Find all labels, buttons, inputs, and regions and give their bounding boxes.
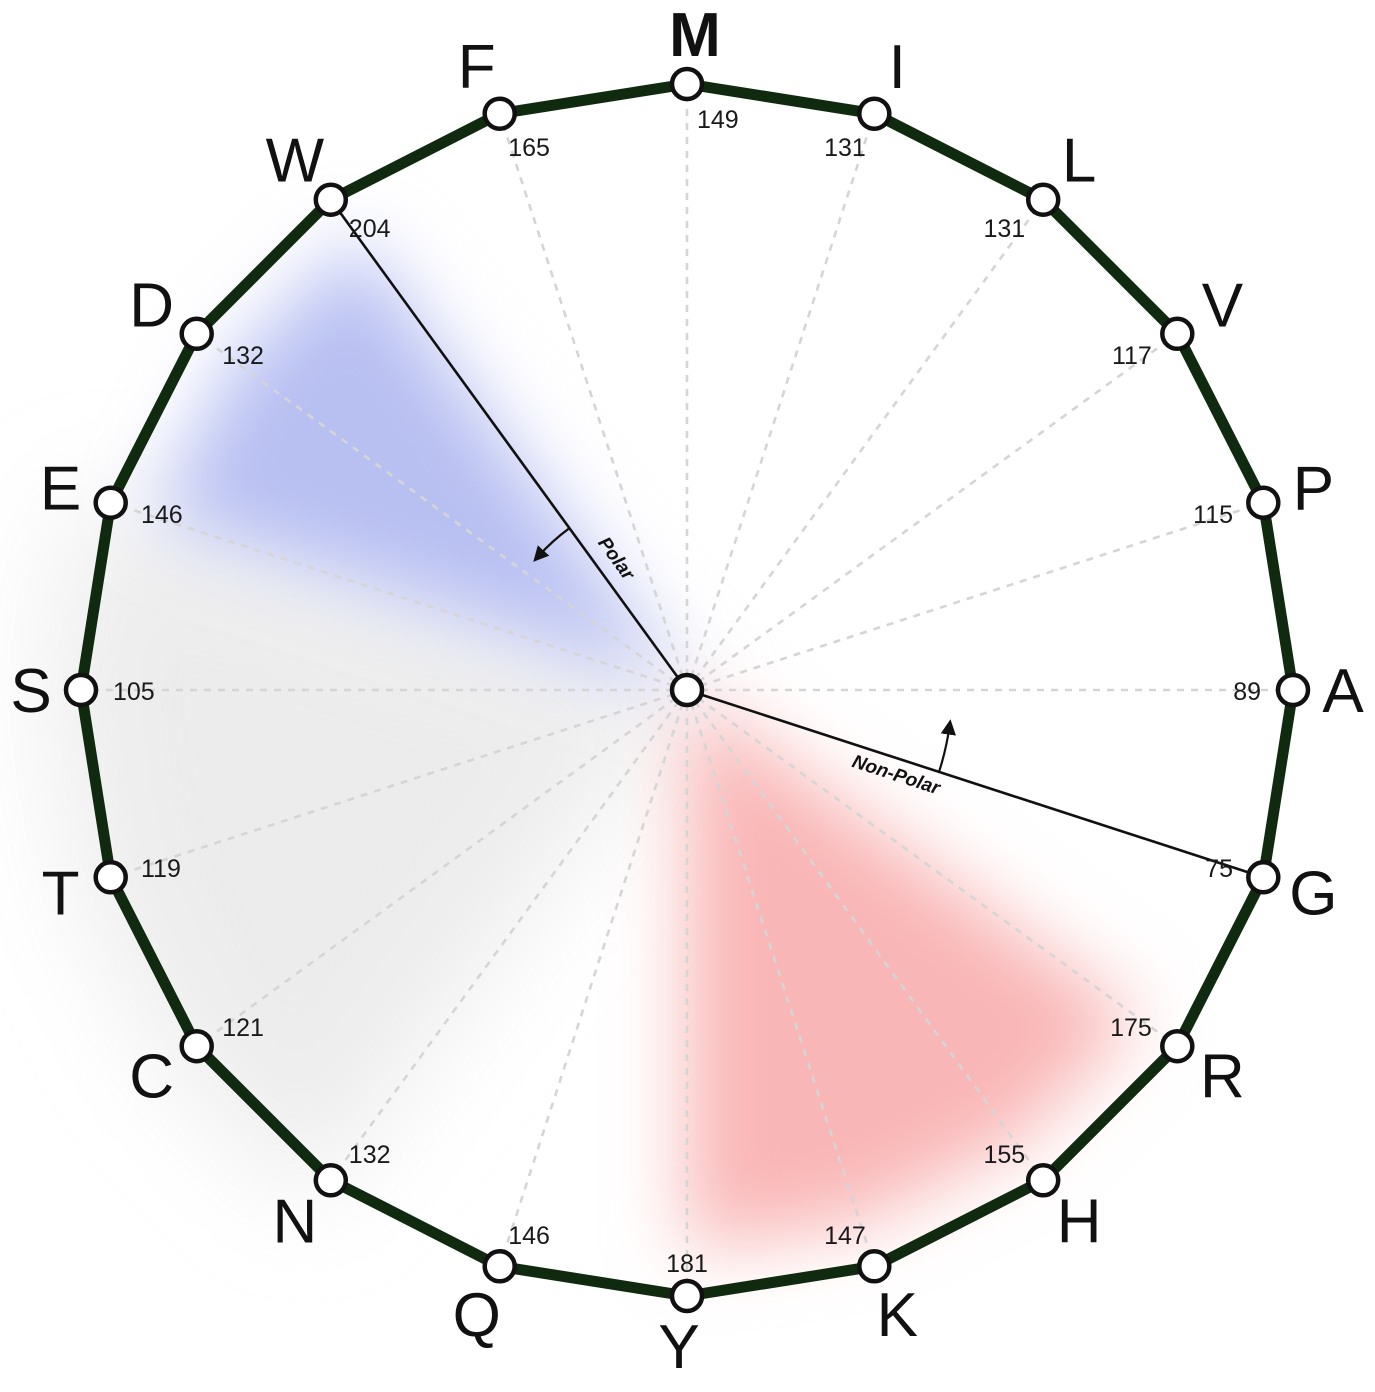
spoke-line [685, 689, 876, 1267]
spoke-line [686, 501, 1264, 692]
node-m [669, 66, 705, 102]
node-letter: Y [658, 1313, 699, 1382]
node-mass: 89 [1233, 678, 1261, 706]
node-mass: 165 [508, 134, 550, 162]
node-v [1160, 316, 1195, 352]
spoke-line [686, 332, 1179, 692]
nonpolar-arrow [937, 719, 956, 773]
spoke-line [110, 501, 688, 692]
spoke-line [195, 332, 688, 692]
polar-region [154, 236, 688, 690]
node-letter: M [669, 1, 721, 70]
node-mass: 131 [983, 215, 1025, 243]
node-g [1246, 860, 1281, 895]
node-mass: 147 [824, 1222, 866, 1250]
node-letter: L [1062, 126, 1096, 195]
spoke-line [110, 688, 688, 879]
node-k [857, 1249, 892, 1284]
spoke-line [498, 689, 689, 1267]
node-i [857, 96, 892, 131]
spoke-line [685, 198, 1045, 691]
spoke-line [685, 689, 1045, 1182]
node-e [93, 485, 128, 520]
node-mass: 204 [349, 215, 391, 243]
node-h [1025, 1163, 1061, 1198]
region-separators [329, 198, 1264, 879]
node-f [482, 96, 517, 131]
node-letter: A [1322, 657, 1364, 726]
node-letter: F [458, 33, 496, 102]
node-letter: R [1200, 1043, 1245, 1112]
node-mass: 75 [1205, 855, 1233, 883]
node-mass: 146 [141, 501, 183, 529]
node-w [313, 182, 349, 217]
node-letter: N [273, 1188, 318, 1257]
node-p [1246, 485, 1281, 520]
node-mass: 132 [349, 1141, 391, 1169]
node-mass: 121 [222, 1014, 264, 1042]
node-mass: 115 [1193, 501, 1233, 529]
node-r [1160, 1028, 1195, 1064]
node-s [63, 672, 99, 708]
polar-arrow [533, 527, 571, 562]
node-letter: H [1057, 1188, 1102, 1257]
separator-line [686, 688, 1264, 879]
node-a [1275, 672, 1311, 708]
node-letter: C [129, 1043, 174, 1112]
node-mass: 181 [666, 1250, 708, 1278]
separator-line [329, 198, 689, 691]
node-mass: 117 [1112, 342, 1152, 370]
node-letter: D [129, 271, 174, 340]
spoke-line [686, 688, 1179, 1048]
node-letter: G [1289, 860, 1337, 929]
node-n [313, 1163, 349, 1198]
region-shading [47, 236, 1141, 1250]
node-mass: 155 [983, 1141, 1025, 1169]
node-letter: Q [453, 1281, 501, 1350]
node-letter: I [889, 33, 906, 102]
node-q [482, 1249, 517, 1284]
node-d [179, 316, 214, 352]
node-mass: 146 [508, 1222, 550, 1250]
node-letter: K [877, 1281, 918, 1350]
node-c [179, 1028, 214, 1064]
node-mass: 175 [1110, 1014, 1152, 1042]
neutral-region [47, 492, 687, 1208]
node-mass: 149 [697, 106, 739, 134]
center-node [669, 672, 705, 708]
node-letter: S [10, 657, 51, 726]
nonpolar-region [687, 690, 1141, 1250]
node-mass: 131 [824, 134, 866, 162]
node-l [1025, 182, 1061, 217]
node-letter: P [1293, 454, 1334, 523]
spoke-line [685, 113, 876, 691]
node-y [669, 1278, 705, 1314]
spoke-line [498, 113, 689, 691]
spoke-line [195, 688, 688, 1048]
node-letter: E [40, 454, 81, 523]
node-mass: 119 [141, 855, 181, 883]
spoke-lines [81, 84, 1293, 1296]
node-mass: 132 [222, 342, 264, 370]
node-mass: 105 [113, 678, 155, 706]
node-letter: W [266, 126, 325, 195]
node-letter: V [1202, 271, 1244, 340]
node-t [93, 860, 128, 895]
spoke-line [329, 689, 689, 1182]
node-letter: T [42, 860, 80, 929]
